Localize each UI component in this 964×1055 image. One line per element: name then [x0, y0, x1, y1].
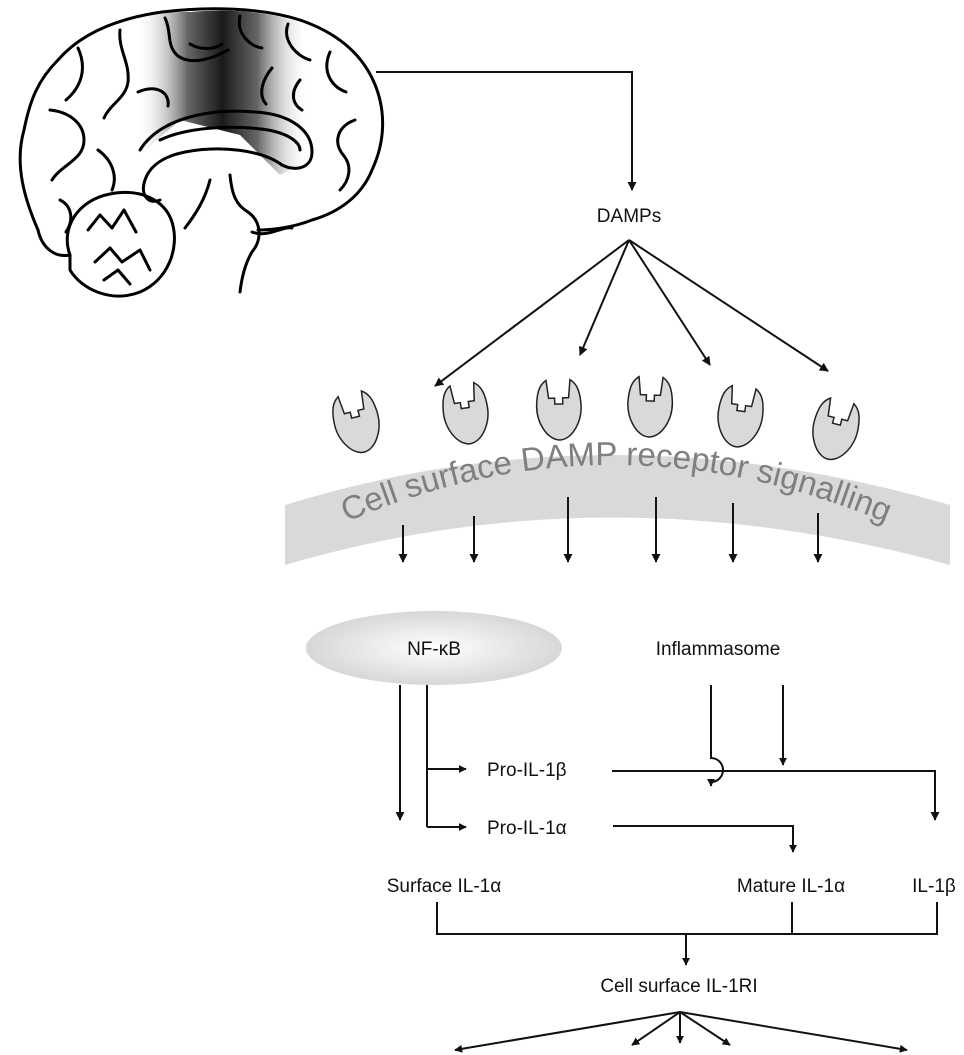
- damp-receptor-icon: [717, 384, 764, 448]
- damp-receptor-icon: [627, 375, 674, 438]
- damps-label: DAMPs: [597, 206, 661, 227]
- damp-receptor-icon: [442, 381, 489, 445]
- converge-bracket: [436, 902, 938, 935]
- il1ri-label: Cell surface IL-1RI: [600, 976, 757, 997]
- nfkb-label: NF-κB: [407, 639, 461, 660]
- nfkb-node: [306, 611, 562, 685]
- signalling-down-arrows: [398, 497, 823, 563]
- brain-illustration: [18, 7, 385, 298]
- pro-il1b-label: Pro-IL-1β: [487, 760, 567, 781]
- inflammasome-label: Inflammasome: [656, 639, 781, 660]
- pro-il1b-to-il1b-line: [612, 770, 940, 821]
- damp-receptors: [332, 375, 860, 461]
- damps-fan-arrows: [434, 239, 829, 387]
- pro-il1a-to-mature-line: [613, 825, 797, 853]
- pro-il1a-label: Pro-IL-1α: [487, 818, 567, 839]
- mature-il1a-label: Mature IL-1α: [737, 876, 845, 897]
- damp-receptor-icon: [535, 378, 582, 441]
- surface-il1a-label: Surface IL-1α: [387, 876, 501, 897]
- brain-to-damps-arrow: [376, 71, 637, 191]
- il1ri-fan-arrows: [454, 1011, 908, 1053]
- damp-receptor-icon: [812, 396, 860, 461]
- damp-receptor-icon: [332, 389, 380, 454]
- cell-surface-band: [285, 455, 950, 565]
- il1b-label: IL-1β: [912, 876, 956, 897]
